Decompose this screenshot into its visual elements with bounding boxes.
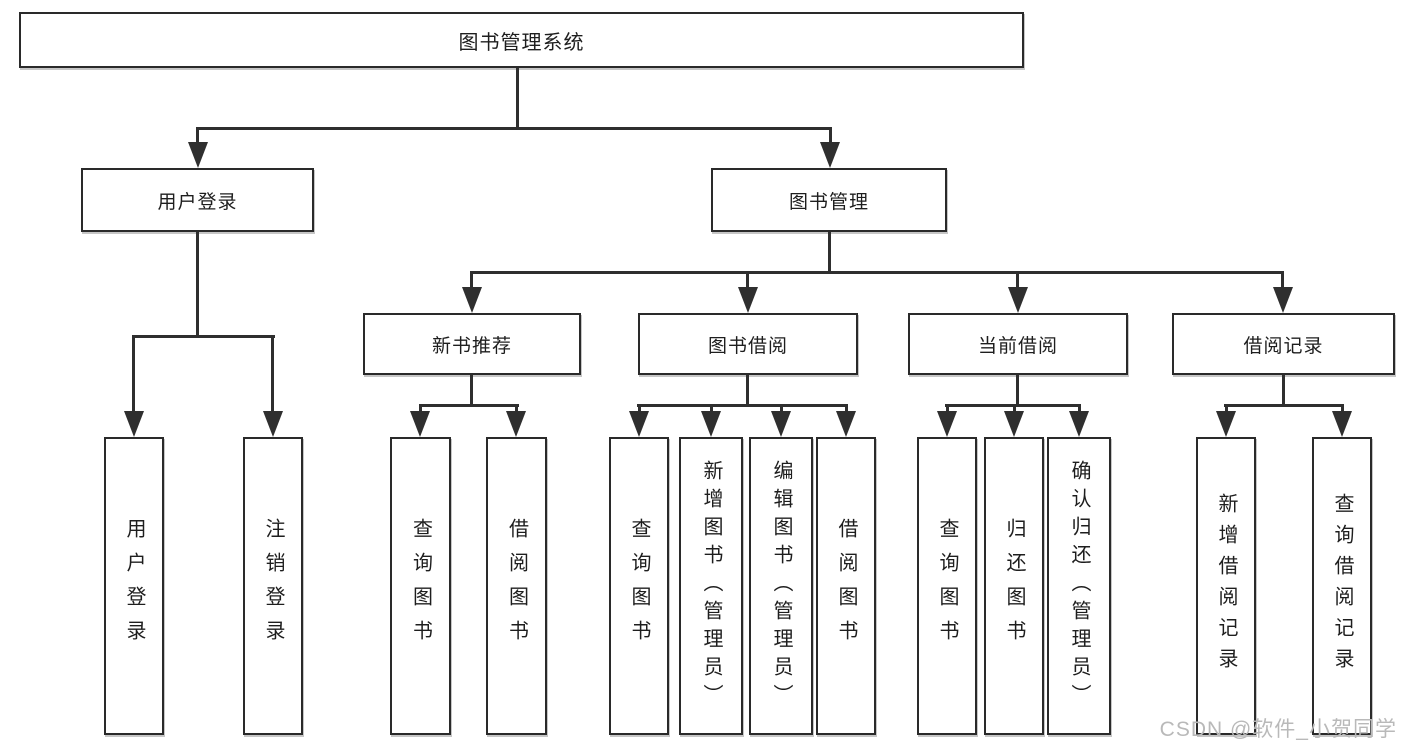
connector-line	[1013, 404, 1016, 416]
connector-line	[637, 404, 848, 407]
connector-line	[746, 375, 749, 406]
connector-line	[196, 232, 199, 337]
connector-line	[196, 127, 832, 130]
node-new-book-recommend-label: 新书推荐	[431, 335, 512, 357]
connector-line	[1016, 271, 1019, 292]
connector-line	[470, 271, 1284, 274]
node-leaf-borrow-book-2: 借阅图书	[816, 437, 876, 735]
node-leaf-confirm-return-admin-label: 确认归还（管理员）	[1068, 460, 1090, 712]
node-leaf-return-book: 归还图书	[984, 437, 1044, 735]
connector-arrowhead	[820, 142, 840, 168]
node-borrowing-records: 借阅记录	[1172, 313, 1395, 375]
node-leaf-add-book-admin: 新增图书（管理员）	[679, 437, 743, 735]
connector-line	[710, 404, 713, 416]
connector-line	[746, 271, 749, 292]
connector-arrowhead	[937, 411, 957, 437]
node-borrowing-records-label: 借阅记录	[1243, 335, 1324, 357]
connector-line	[1341, 404, 1344, 416]
node-current-borrowing: 当前借阅	[908, 313, 1128, 375]
connector-line	[419, 404, 422, 416]
connector-line	[1282, 375, 1285, 406]
connector-line	[132, 335, 135, 413]
connector-arrowhead	[836, 411, 856, 437]
csdn-watermark: CSDN @软件_小贺同学	[1159, 718, 1397, 741]
node-leaf-add-borrow-record-label: 新增借阅记录	[1215, 493, 1237, 679]
connector-arrowhead	[738, 287, 758, 313]
connector-arrowhead	[1008, 287, 1028, 313]
node-leaf-query-book-1-label: 查询图书	[409, 518, 432, 654]
connector-arrowhead	[1069, 411, 1089, 437]
node-leaf-query-book-3: 查询图书	[917, 437, 977, 735]
connector-arrowhead	[410, 411, 430, 437]
connector-arrowhead	[1004, 411, 1024, 437]
connector-arrowhead	[1216, 411, 1236, 437]
node-leaf-query-book-1: 查询图书	[390, 437, 451, 735]
connector-line	[946, 404, 949, 416]
connector-line	[516, 68, 519, 130]
node-book-borrowing: 图书借阅	[638, 313, 858, 375]
connector-line	[638, 404, 641, 416]
node-leaf-edit-book-admin-label: 编辑图书（管理员）	[770, 460, 792, 712]
connector-line	[271, 335, 274, 413]
node-leaf-edit-book-admin: 编辑图书（管理员）	[749, 437, 813, 735]
connector-line	[845, 404, 848, 416]
connector-line	[1016, 375, 1019, 406]
connector-arrowhead	[506, 411, 526, 437]
node-leaf-add-borrow-record: 新增借阅记录	[1196, 437, 1256, 735]
connector-line	[780, 404, 783, 416]
node-leaf-logout-label: 注销登录	[262, 518, 284, 654]
connector-line	[470, 375, 473, 407]
connector-line	[470, 271, 473, 292]
connector-arrowhead	[124, 411, 144, 437]
connector-line	[1225, 404, 1228, 416]
node-leaf-logout: 注销登录	[243, 437, 303, 735]
node-library-system: 图书管理系统	[19, 12, 1024, 68]
connector-line	[515, 404, 518, 416]
node-book-management: 图书管理	[711, 168, 947, 232]
connector-line	[1224, 404, 1344, 407]
connector-line	[419, 404, 519, 407]
node-leaf-borrow-book-1-label: 借阅图书	[505, 518, 528, 654]
connector-arrowhead	[462, 287, 482, 313]
node-new-book-recommend: 新书推荐	[363, 313, 581, 375]
node-library-system-label: 图书管理系统	[458, 31, 585, 54]
node-leaf-query-borrow-record-label: 查询借阅记录	[1331, 493, 1353, 679]
node-leaf-query-borrow-record: 查询借阅记录	[1312, 437, 1372, 735]
connector-line	[132, 335, 275, 338]
node-user-login: 用户登录	[81, 168, 314, 232]
node-leaf-confirm-return-admin: 确认归还（管理员）	[1047, 437, 1111, 735]
connector-line	[1281, 271, 1284, 292]
node-leaf-query-book-2: 查询图书	[609, 437, 669, 735]
node-book-management-label: 图书管理	[788, 191, 869, 213]
connector-arrowhead	[263, 411, 283, 437]
node-leaf-query-book-3-label: 查询图书	[936, 518, 958, 654]
connector-arrowhead	[188, 142, 208, 168]
connector-line	[828, 232, 831, 274]
node-user-login-label: 用户登录	[157, 191, 238, 213]
node-leaf-borrow-book-2-label: 借阅图书	[835, 518, 857, 654]
node-leaf-return-book-label: 归还图书	[1003, 518, 1025, 654]
connector-arrowhead	[1332, 411, 1352, 437]
connector-line	[829, 127, 832, 145]
connector-arrowhead	[629, 411, 649, 437]
connector-line	[196, 127, 199, 145]
connector-line	[1078, 404, 1081, 416]
node-leaf-user-login-label: 用户登录	[123, 518, 145, 654]
node-leaf-add-book-admin-label: 新增图书（管理员）	[700, 460, 722, 712]
node-leaf-query-book-2-label: 查询图书	[628, 518, 650, 654]
connector-arrowhead	[701, 411, 721, 437]
node-current-borrowing-label: 当前借阅	[977, 335, 1058, 357]
connector-arrowhead	[1273, 287, 1293, 313]
node-leaf-user-login: 用户登录	[104, 437, 164, 735]
node-leaf-borrow-book-1: 借阅图书	[486, 437, 547, 735]
connector-arrowhead	[771, 411, 791, 437]
node-book-borrowing-label: 图书借阅	[707, 335, 788, 357]
